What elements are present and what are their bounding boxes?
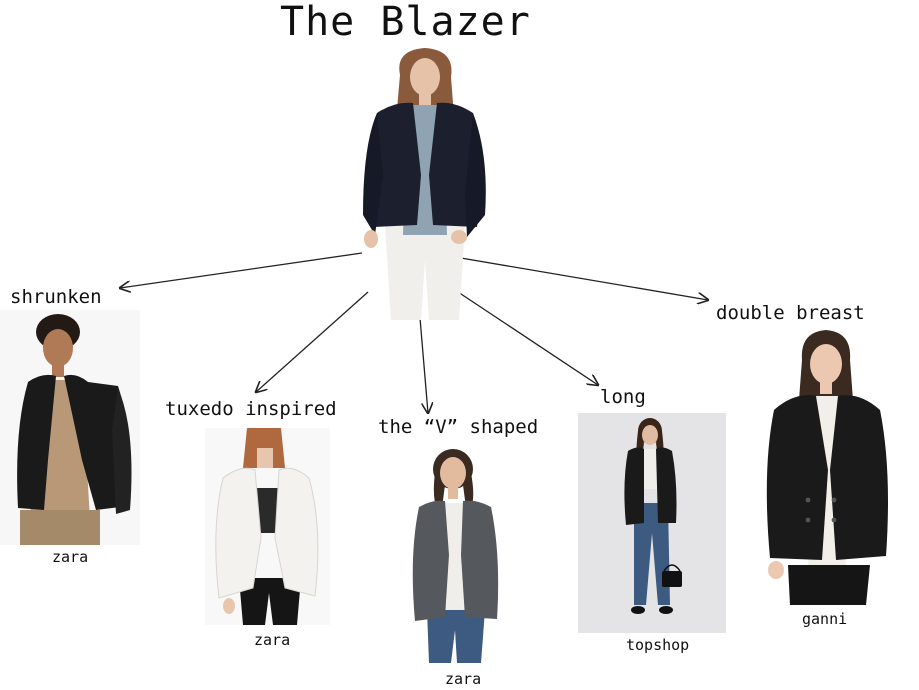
tuxedo-blazer-photo [205, 428, 330, 625]
v-shaped-blazer-photo [405, 445, 505, 663]
style-label-shrunken: shrunken [10, 286, 102, 308]
arrow-long [454, 289, 598, 385]
double-breast-blazer-photo [760, 330, 895, 605]
style-label-v-shaped: the “V” shaped [378, 416, 539, 438]
brand-label-v-shaped: zara [445, 670, 482, 688]
page-title: The Blazer [280, 0, 531, 45]
arrow-shrunken [120, 252, 363, 288]
arrow-double-breast [454, 256, 708, 300]
style-label-double-breast: double breast [716, 302, 865, 324]
main-blazer-photo [355, 45, 495, 320]
style-label-long: long [600, 386, 646, 408]
shrunken-blazer-photo [0, 310, 140, 545]
long-blazer-photo [578, 413, 726, 633]
arrow-tuxedo [256, 291, 369, 392]
brand-label-shrunken: zara [52, 548, 89, 566]
brand-label-double-breast: ganni [802, 610, 848, 628]
arrow-v-shaped [419, 317, 428, 413]
style-label-tuxedo-inspired: tuxedo inspired [165, 398, 337, 420]
brand-label-long: topshop [626, 636, 690, 654]
brand-label-tuxedo-inspired: zara [254, 631, 291, 649]
